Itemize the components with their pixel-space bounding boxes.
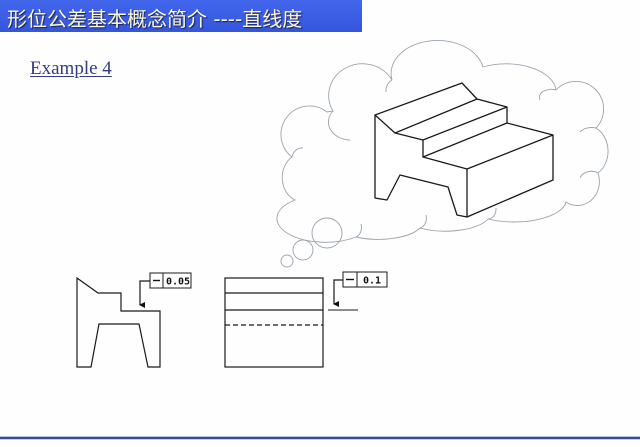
front-view [76,276,161,368]
footer-rule [0,437,640,439]
side-view-tolerance-value: 0.1 [363,276,381,287]
side-view-tolerance-frame: 0.1 [342,271,388,288]
slide-title: 形位公差基本概念简介 ----直线度 [7,7,303,31]
example-label: Example 4 [30,58,112,79]
side-view [224,277,358,368]
isometric-part [374,82,554,218]
thought-cloud [276,40,609,268]
title-bar: 形位公差基本概念简介 ----直线度 [0,0,362,32]
front-view-tolerance-value: 0.05 [166,277,190,288]
front-view-tolerance-frame: 0.05 [149,272,192,289]
